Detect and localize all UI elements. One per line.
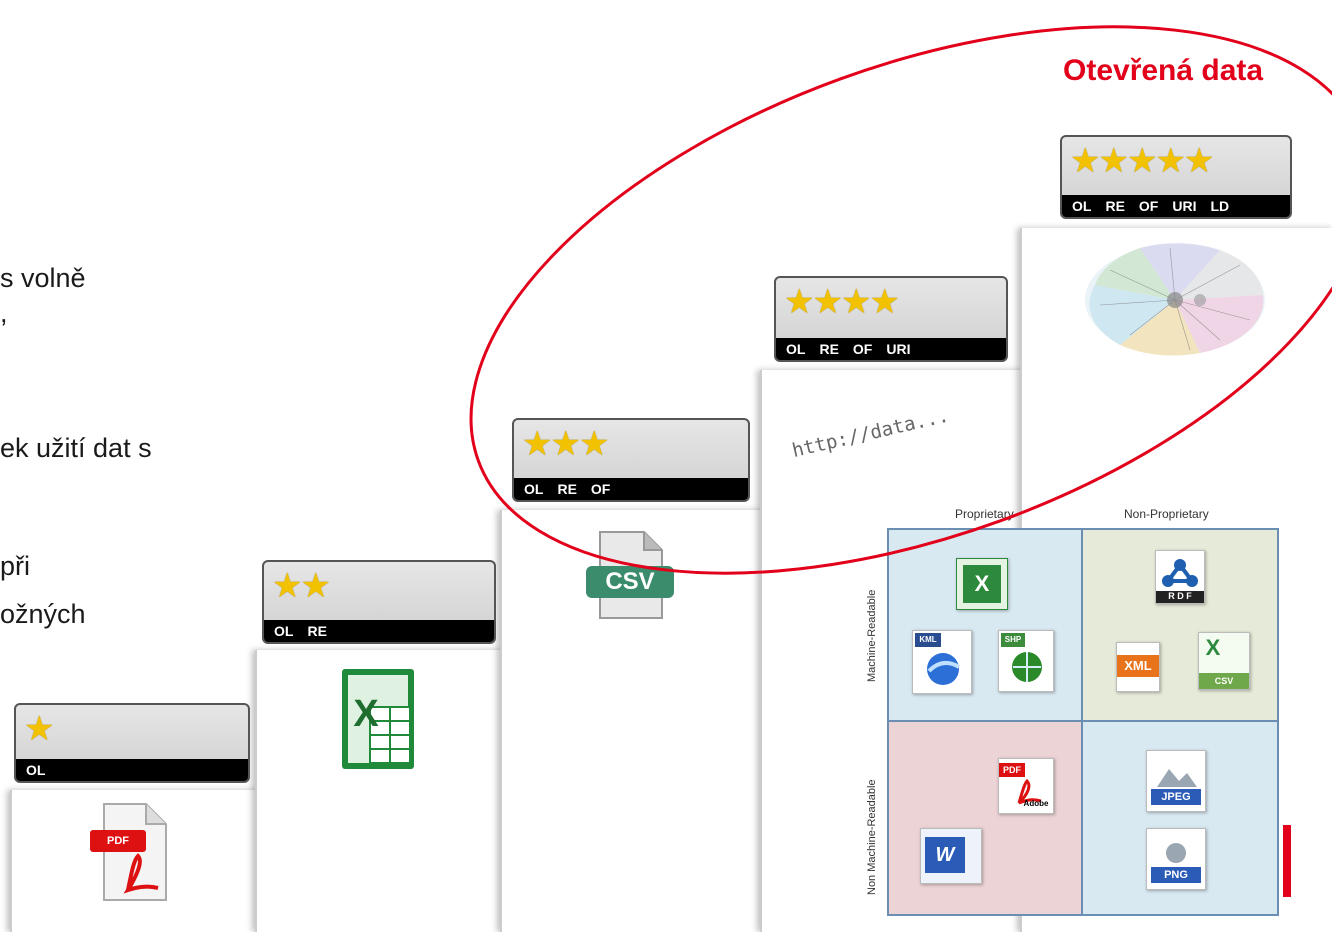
shp-file-icon: SHP xyxy=(998,630,1054,692)
kml-file-icon: KML xyxy=(912,630,972,694)
badge-codes: OL xyxy=(16,759,248,781)
red-mark xyxy=(1283,825,1291,897)
text-fragment-4: při xyxy=(0,551,31,581)
jpeg-file-icon: JPEG xyxy=(1146,750,1206,812)
xls-file-icon: X xyxy=(956,558,1008,610)
text-fragment-1: s volně xyxy=(0,263,86,293)
star-rating: ★★★ xyxy=(522,424,609,464)
text-fragment-3: ek užití dat s xyxy=(0,433,152,463)
star-rating: ★★★★ xyxy=(784,282,900,322)
open-data-label: Otevřená data xyxy=(1063,54,1264,87)
xml-file-icon: XML xyxy=(1116,642,1160,692)
csv-file-icon: X CSV xyxy=(1198,632,1250,690)
text-fragment-5: ožných xyxy=(0,599,86,629)
pdf-icon: PDF xyxy=(88,800,172,904)
word-file-icon: W xyxy=(920,828,982,884)
csv-icon: CSV xyxy=(582,530,678,622)
badge-1-star: ★ OL xyxy=(14,703,250,783)
star-rating: ★ xyxy=(24,709,55,749)
col-header-nonproprietary: Non-Proprietary xyxy=(1124,507,1209,521)
linked-data-graph-icon xyxy=(1080,240,1270,360)
star-rating: ★★ xyxy=(272,566,331,606)
excel-icon: X xyxy=(340,667,416,771)
star-rating: ★★★★★ xyxy=(1070,141,1214,181)
png-file-icon: PNG xyxy=(1146,828,1206,890)
text-fragment-2: , xyxy=(0,298,8,328)
rdf-file-icon: R D F xyxy=(1155,550,1205,604)
col-header-proprietary: Proprietary xyxy=(955,507,1014,521)
pdf-file-icon: PDF Adobe xyxy=(998,758,1054,814)
